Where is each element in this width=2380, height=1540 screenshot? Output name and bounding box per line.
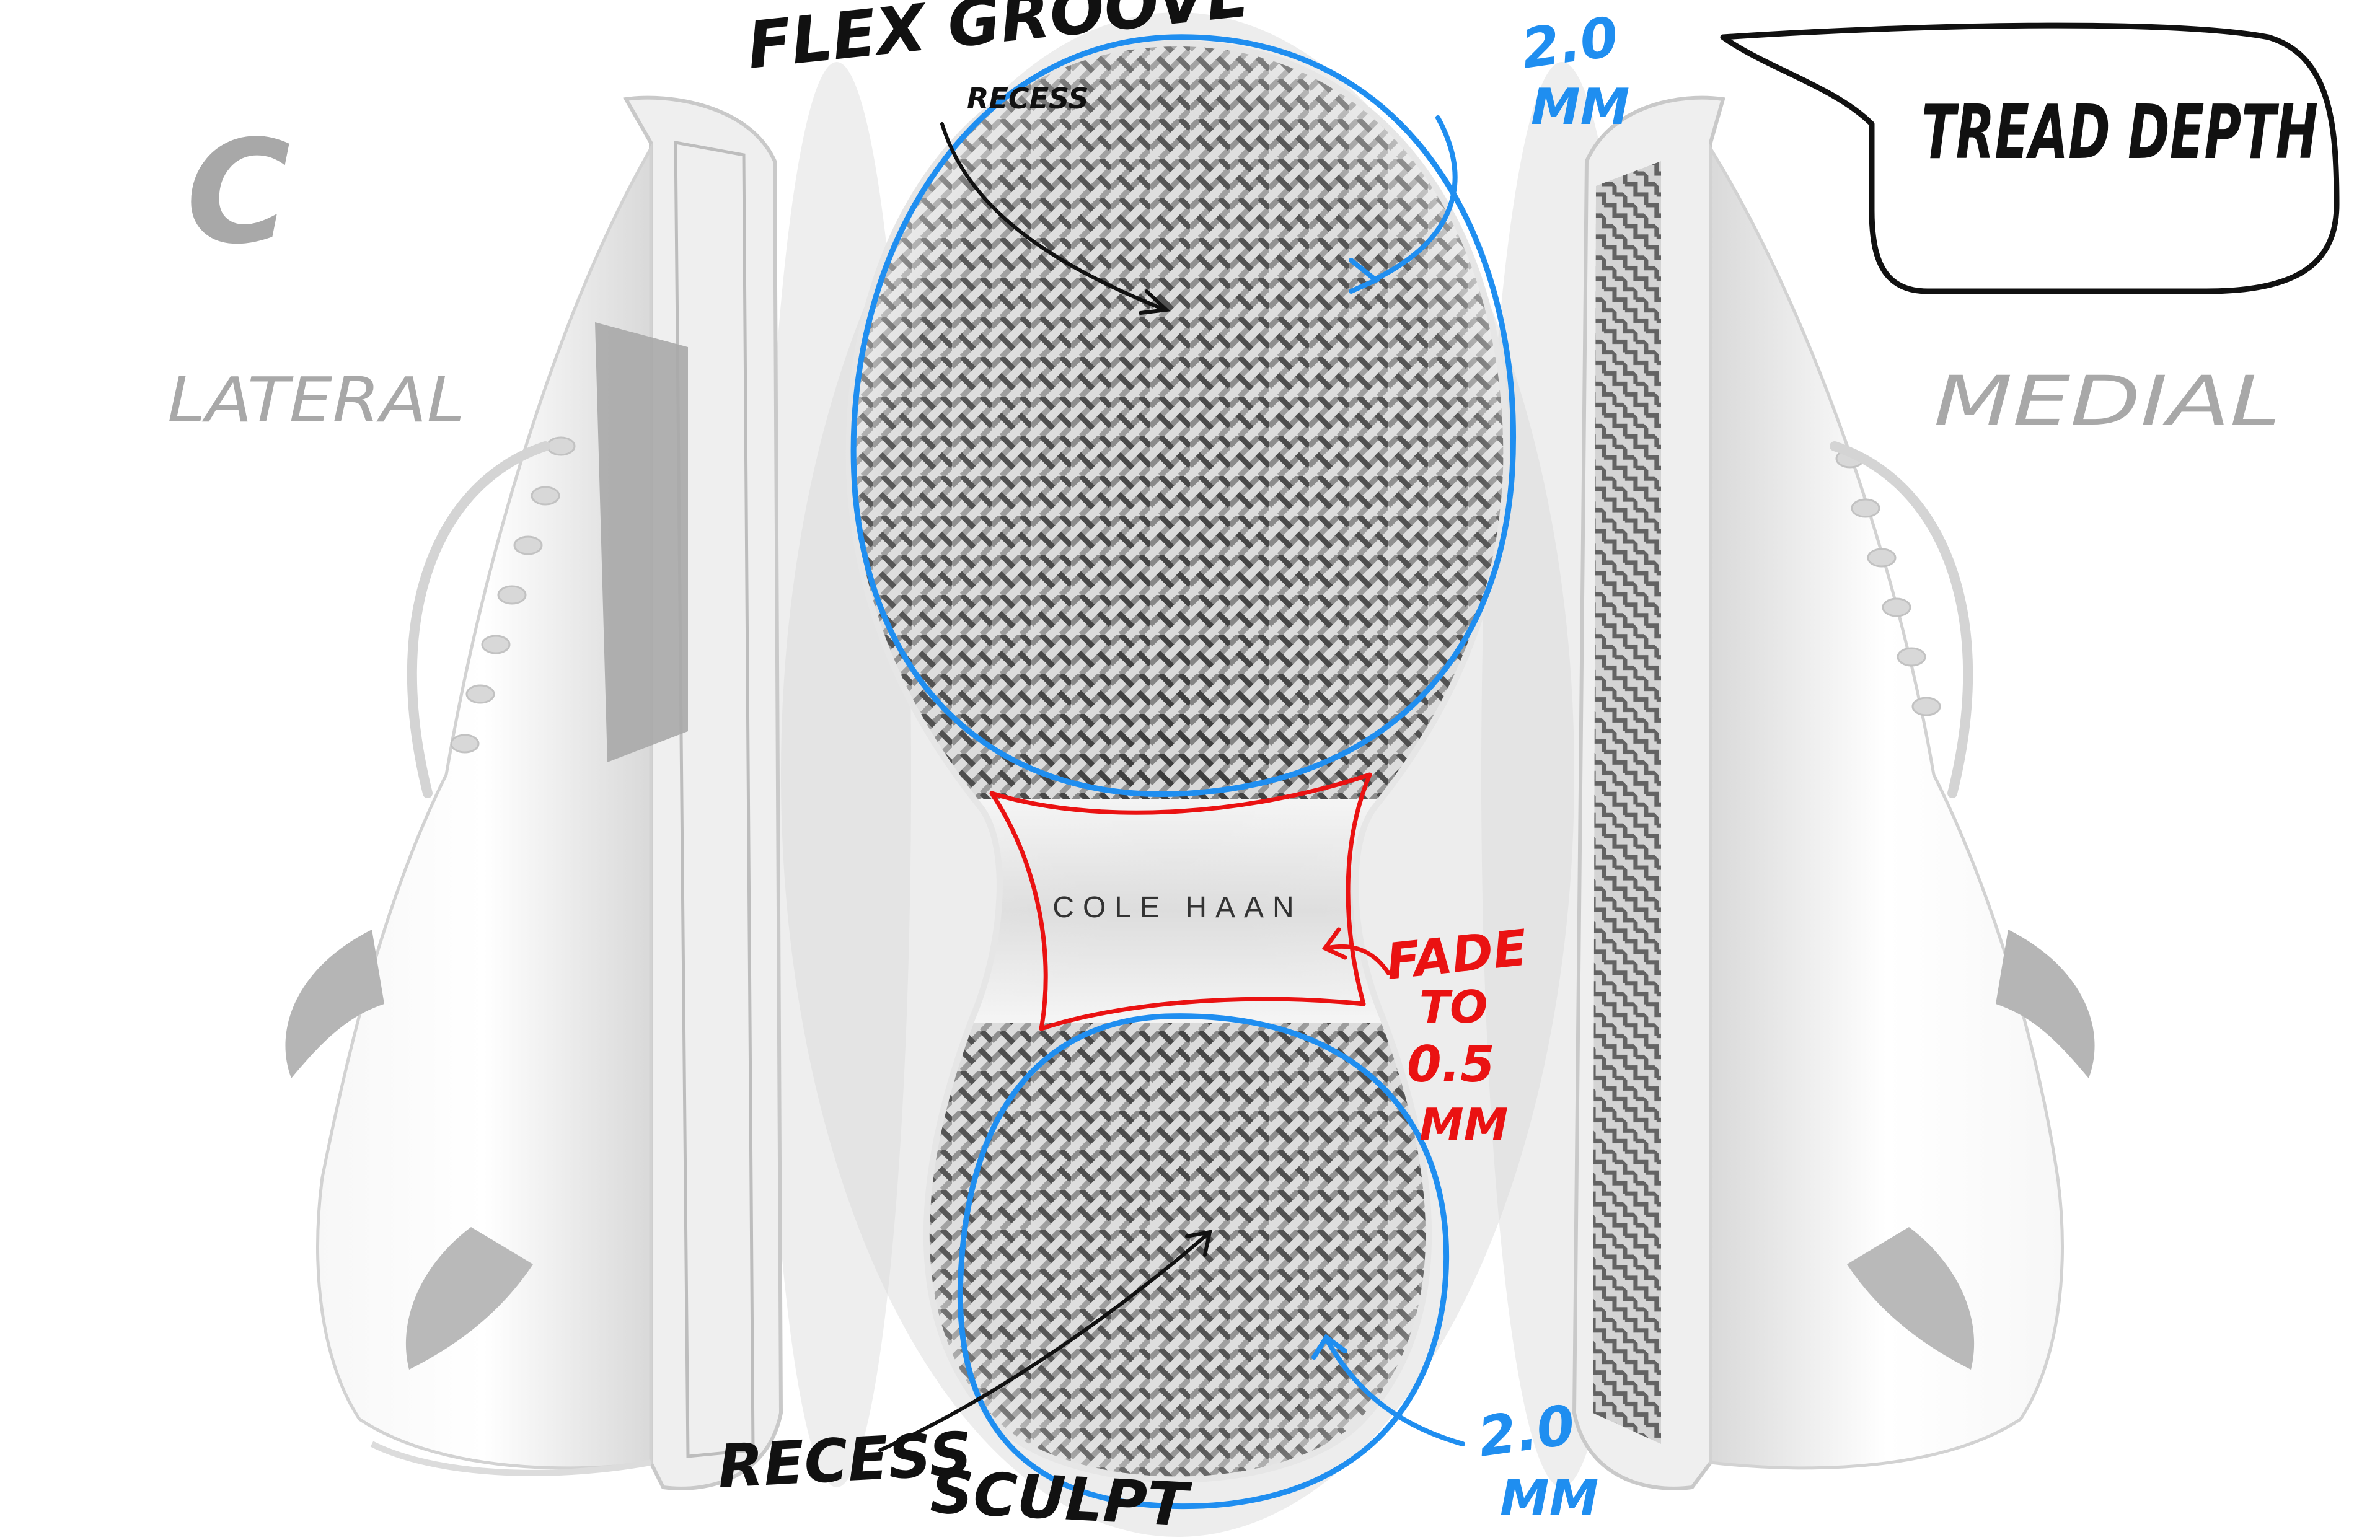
fade-pointer xyxy=(1321,927,1391,975)
heel-tread-zone-outline xyxy=(957,1013,1450,1510)
lateral-view-label: LATERAL xyxy=(167,364,465,436)
lateral-shoe-illustration xyxy=(285,62,911,1490)
brand-wordmark: COLE HAAN xyxy=(1052,891,1302,924)
medial-view-label: MEDIAL xyxy=(1934,361,2281,441)
forefoot-tread-zone-outline xyxy=(850,34,1516,797)
recess-sculpt-pointer xyxy=(878,1230,1212,1452)
recess-label: RECESS xyxy=(716,1419,974,1502)
outsole-illustration: COLE HAAN xyxy=(781,12,1574,1537)
tread-depth-speech-bubble xyxy=(1720,22,2340,294)
fade-label-line-4: MM xyxy=(1419,1099,1508,1151)
medial-shoe-illustration xyxy=(1481,62,2095,1490)
page-letter: C xyxy=(186,110,291,276)
heel-depth-value: 2.0 xyxy=(1474,1393,1579,1469)
sculpt-label: SCULPT xyxy=(929,1457,1193,1540)
forefoot-depth-value: 2.0 xyxy=(1518,4,1623,81)
flex-groove-sublabel: RECESS xyxy=(967,82,1089,115)
flex-groove-pointer xyxy=(940,122,1171,315)
arch-fade-zone-outline xyxy=(989,772,1372,1031)
lateral-lace-holes xyxy=(450,436,576,754)
fade-label-line-2: TO xyxy=(1419,981,1488,1033)
forefoot-depth-pointer xyxy=(1349,115,1458,294)
heel-depth-pointer xyxy=(1311,1334,1465,1446)
forefoot-depth-unit: MM xyxy=(1531,78,1629,136)
tread-depth-title: TREAD DEPTH xyxy=(1921,90,2318,176)
fade-label-line-3: 0.5 xyxy=(1407,1036,1495,1093)
heel-depth-unit: MM xyxy=(1500,1469,1598,1527)
